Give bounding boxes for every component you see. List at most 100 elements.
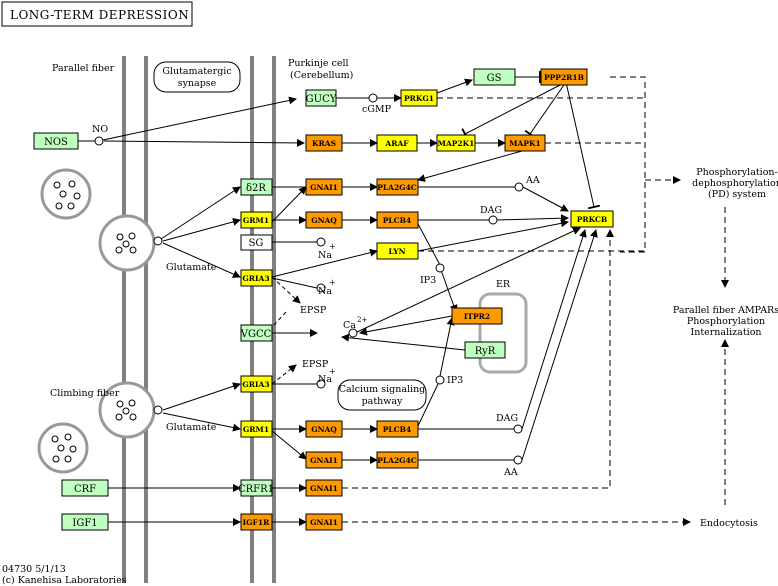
gene-igf1r[interactable] xyxy=(240,513,273,531)
gene-label-vgcc: VGCC xyxy=(240,329,272,340)
gene-pla2g4c-b[interactable] xyxy=(376,451,419,469)
gene-gnaq-b[interactable] xyxy=(305,420,343,438)
gene-plcb4-b[interactable] xyxy=(376,420,419,438)
label-no: NO xyxy=(92,124,108,135)
gene-gnai1-b[interactable] xyxy=(305,451,343,469)
gene-lyn[interactable] xyxy=(376,242,419,260)
gene-crf[interactable] xyxy=(61,479,109,497)
gene-d2r[interactable] xyxy=(240,178,273,196)
gene-crfr1[interactable] xyxy=(240,479,273,497)
gene-gnaq-a[interactable] xyxy=(305,211,343,229)
na-plus-signs: + + + xyxy=(329,242,336,376)
dashed-edges xyxy=(342,76,729,526)
label-epsp-2: EPSP xyxy=(302,359,329,370)
gene-label-plcb4-b: PLCB4 xyxy=(383,425,411,434)
label-cgmp: cGMP xyxy=(362,104,392,115)
label-glutamatergic-1: Glutamatergic xyxy=(162,66,231,77)
gene-label-mapk1: MAPK1 xyxy=(509,139,541,148)
label-calcium-2: pathway xyxy=(362,396,403,407)
label-purkinje-1: Purkinje cell xyxy=(288,58,349,69)
label-epsp-1: EPSP xyxy=(300,305,327,316)
er-compartment xyxy=(478,292,528,374)
footer-copyright: (c) Kanehisa Laboratories xyxy=(2,575,127,586)
gene-label-gnai1-b: GNAI1 xyxy=(310,456,338,465)
gene-gnai1-d[interactable] xyxy=(305,513,343,531)
svg-text:+: + xyxy=(329,278,336,287)
gene-mapk1[interactable] xyxy=(504,134,546,152)
gene-gria3-b[interactable] xyxy=(240,375,273,393)
gene-label-prkg1: PRKG1 xyxy=(404,94,434,103)
gene-label-grm1-b: GRM1 xyxy=(243,425,269,434)
title-box xyxy=(1,1,193,27)
gene-label-gucy: GUCY xyxy=(306,94,337,105)
gene-prkcb[interactable] xyxy=(570,210,614,228)
gene-label-nos: NOS xyxy=(44,137,68,148)
gene-plcb4-a[interactable] xyxy=(376,211,419,229)
label-dag-1: DAG xyxy=(480,205,502,216)
svg-text:+: + xyxy=(329,367,336,376)
gene-label-araf: ARAF xyxy=(384,139,409,148)
gene-label-ppp2r1b: PPP2R1B xyxy=(544,73,584,82)
label-calcium-1: Calcium signaling xyxy=(339,384,426,395)
diagram-labels: Parallel fiber Purkinje cell (Cerebellum… xyxy=(50,58,778,529)
label-aa-1: AA xyxy=(525,175,540,186)
gene-igf1[interactable] xyxy=(61,513,109,531)
gene-araf[interactable] xyxy=(376,134,418,152)
label-climbing-fiber: Climbing fiber xyxy=(50,388,120,399)
gene-vgcc[interactable] xyxy=(240,324,273,342)
gene-label-ryr: RyR xyxy=(475,346,496,357)
label-ip3-2: IP3 xyxy=(447,375,463,386)
gene-sg[interactable] xyxy=(240,234,273,251)
label-ca: Ca xyxy=(343,320,356,331)
gene-gnai1-c[interactable] xyxy=(305,479,343,497)
gene-gnai1-a[interactable] xyxy=(305,178,343,196)
gene-kras[interactable] xyxy=(305,134,343,152)
label-pd-3: (PD) system xyxy=(708,189,766,200)
gene-nos[interactable] xyxy=(33,132,79,150)
gene-label-gnai1-d: GNAI1 xyxy=(310,518,338,527)
label-pf-2: Phosphorylation xyxy=(687,316,765,327)
gene-labels: NOS GUCY PRKG1 GS PPP2R1B KRAS ARAF MAP2… xyxy=(44,73,607,529)
gene-ppp2r1b[interactable] xyxy=(540,68,588,86)
footer-id: 04730 5/1/13 xyxy=(2,564,66,575)
label-dag-2: DAG xyxy=(496,413,518,424)
gene-label-plcb4-a: PLCB4 xyxy=(383,216,411,225)
compound-nodes xyxy=(94,93,524,465)
label-pd-2: dephosphorylation xyxy=(692,178,778,189)
label-er: ER xyxy=(496,279,511,290)
label-purkinje-2: (Cerebellum) xyxy=(290,70,353,81)
label-glutamate-1: Glutamate xyxy=(166,262,217,273)
gene-label-crfr1: CRFR1 xyxy=(238,484,274,495)
label-endocytosis: Endocytosis xyxy=(700,518,758,529)
svg-text:+: + xyxy=(329,242,336,251)
label-pf-3: Internalization xyxy=(690,327,761,338)
gene-label-gnaq-b: GNAQ xyxy=(311,425,337,434)
calcium-signaling-pathway-box[interactable] xyxy=(337,379,427,411)
label-pf-1: Parallel fiber AMPARs xyxy=(673,305,778,316)
gene-nodes[interactable] xyxy=(33,68,614,531)
gene-label-kras: KRAS xyxy=(312,139,336,148)
gene-label-gnaq-a: GNAQ xyxy=(311,216,337,225)
vesicle-dots xyxy=(51,180,137,463)
label-parallel-fiber: Parallel fiber xyxy=(52,63,115,74)
gene-itpr2[interactable] xyxy=(451,307,503,325)
label-glutamatergic-2: synapse xyxy=(178,78,217,89)
label-pd-1: Phosphorylation- xyxy=(696,167,778,178)
label-na-1: Na xyxy=(318,250,332,261)
gene-gucy[interactable] xyxy=(305,89,337,107)
gene-label-grm1-a: GRM1 xyxy=(243,216,269,225)
gene-gria3-a[interactable] xyxy=(240,269,273,287)
vesicles xyxy=(37,168,156,474)
gene-label-gria3-b: GRIA3 xyxy=(242,380,269,389)
page-title: LONG-TERM DEPRESSION xyxy=(10,8,189,22)
gene-grm1-b[interactable] xyxy=(240,420,273,438)
gene-map2k1[interactable] xyxy=(436,134,476,152)
gene-grm1-a[interactable] xyxy=(240,211,273,229)
gene-label-map2k1: MAP2K1 xyxy=(438,139,475,148)
label-glutamate-2: Glutamate xyxy=(166,422,217,433)
gene-prkg1[interactable] xyxy=(400,89,438,107)
gene-pla2g4c-a[interactable] xyxy=(376,178,419,196)
gene-gs[interactable] xyxy=(473,68,516,86)
gene-label-gnai1-c: GNAI1 xyxy=(310,484,338,493)
gene-ryr[interactable] xyxy=(464,341,506,359)
